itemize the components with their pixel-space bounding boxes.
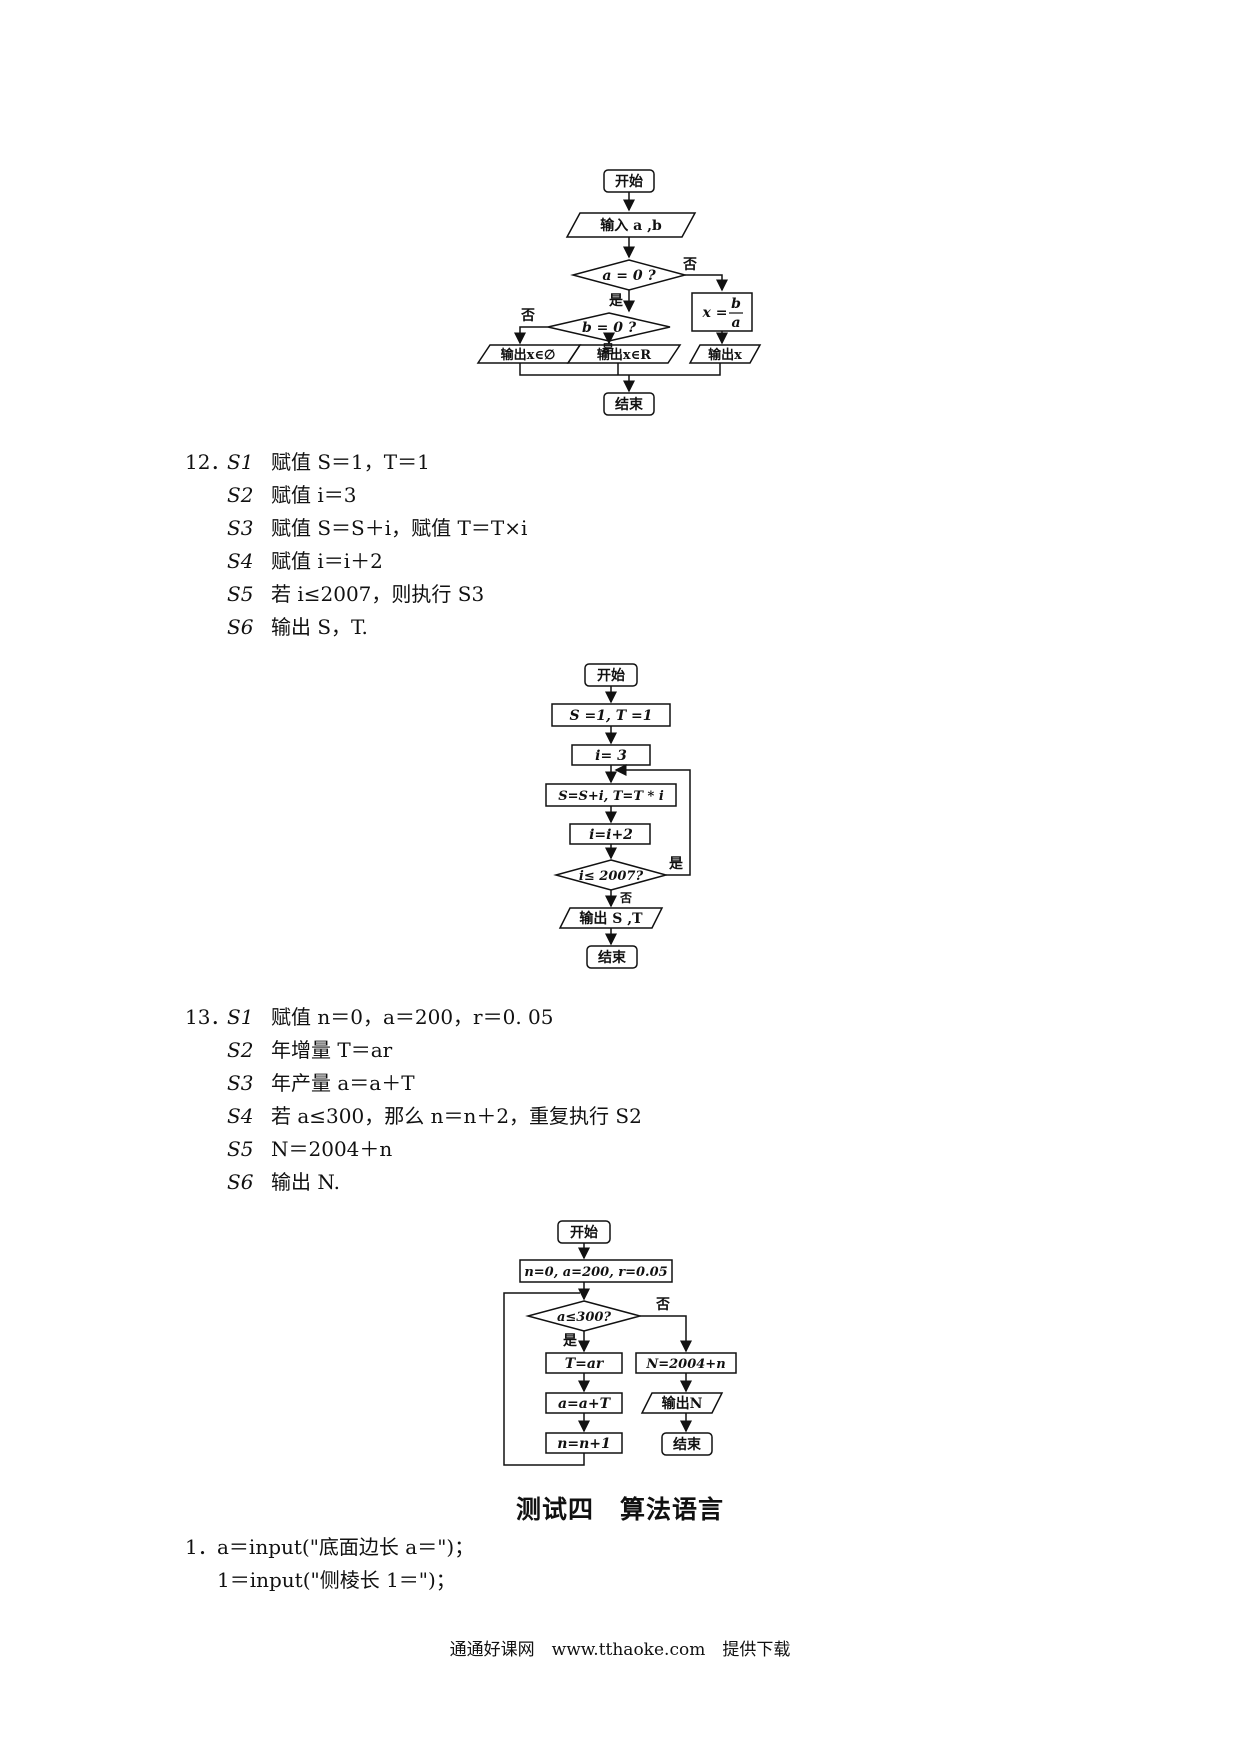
- p13-line-3: S3 年产量 a＝a＋T: [227, 1071, 415, 1095]
- fc2-output-label: 输出 S ,T: [579, 910, 643, 927]
- fc2-inc-label: i=i+2: [589, 827, 633, 843]
- p13-line-1: 13．S1 赋值 n＝0，a＝200，r＝0. 05: [185, 1005, 554, 1029]
- fc3-t-assign-label: T=ar: [565, 1356, 605, 1372]
- fc2-output-box: [558, 907, 664, 929]
- fc1-cond2-label: b = 0 ?: [582, 320, 637, 336]
- p12-step-id: S5: [227, 582, 254, 606]
- p13-step-text: 年增量 T＝ar: [271, 1038, 393, 1062]
- p13-number: 13．: [185, 1005, 231, 1029]
- p12-line-6: S6 输出 S，T.: [227, 615, 368, 639]
- p12-step-id: S2: [227, 483, 254, 507]
- flowchart-1: 开始 输入 a ,b a = 0 ? 否 是 x = b a b = 0 ? 否…: [470, 165, 770, 430]
- p12-step-id: S3: [227, 516, 254, 540]
- fc1-input-box: [565, 212, 697, 238]
- p12-step-id: S1: [227, 450, 254, 474]
- p13-step-text: 年产量 a＝a＋T: [271, 1071, 415, 1095]
- fc1-out-x-label: 输出x: [708, 347, 742, 363]
- fc2-end-box: [586, 945, 638, 969]
- fc3-a-assign-label: a=a+T: [558, 1396, 612, 1412]
- p13-line-6: S6 输出 N.: [227, 1170, 340, 1194]
- fc1-no1-label: 否: [682, 257, 697, 273]
- fc1-out-r-box: [566, 344, 682, 364]
- p13-step-id: S5: [227, 1137, 254, 1161]
- fc2-cond-label: i≤ 2007?: [579, 869, 644, 884]
- p13-step-id: S1: [227, 1005, 254, 1029]
- fc1-cond1-label: a = 0 ?: [602, 268, 656, 284]
- p12-step-text: 赋值 i＝3: [271, 483, 357, 507]
- p1-code-line-2: 1＝input("侧棱长 1＝")；: [217, 1568, 456, 1592]
- fc3-init-label: n=0, a=200, r=0.05: [524, 1265, 667, 1280]
- p1-line-2: 1＝input("侧棱长 1＝")；: [217, 1568, 456, 1592]
- fc1-input-label: 输入 a ,b: [600, 217, 662, 234]
- section-heading: 测试四 算法语言: [515, 1495, 724, 1524]
- p13-step-text: 若 a≤300，那么 n＝n＋2，重复执行 S2: [271, 1104, 642, 1128]
- p13-step-id: S4: [227, 1104, 254, 1128]
- fc1-start-label: 开始: [615, 173, 643, 190]
- p12-step-text: 赋值 S＝1，T＝1: [271, 450, 430, 474]
- fc1-assign-x-label: x =: [702, 305, 728, 321]
- p13-line-4: S4 若 a≤300，那么 n＝n＋2，重复执行 S2: [227, 1104, 642, 1128]
- p12-line-4: S4 赋值 i＝i＋2: [227, 549, 383, 573]
- fc1-no2-label: 否: [520, 308, 535, 324]
- fc1-yes2-label: 是: [601, 342, 615, 356]
- p12-line-3: S3 赋值 S＝S＋i，赋值 T＝T×i: [227, 516, 527, 540]
- p13-step-text: 输出 N.: [271, 1170, 340, 1194]
- fc3-n-final-label: N=2004+n: [645, 1357, 725, 1372]
- p12-step-id: S4: [227, 549, 254, 573]
- fc3-start-label: 开始: [570, 1224, 598, 1241]
- fc3-output-label: 输出N: [662, 1395, 703, 1412]
- p1-number: 1．: [185, 1535, 218, 1559]
- p12-step-id: S6: [227, 615, 254, 639]
- flowchart-3: 开始 n=0, a=200, r=0.05 a≤300? 否 是 T=ar a=…: [500, 1215, 760, 1485]
- fc2-i-init-label: i= 3: [595, 748, 627, 764]
- p12-line-1: 12．S1 赋值 S＝1，T＝1: [185, 450, 430, 474]
- p12-step-text: 赋值 S＝S＋i，赋值 T＝T×i: [271, 516, 528, 540]
- fc1-end-label: 结束: [615, 396, 644, 413]
- fc3-cond-label: a≤300?: [557, 1310, 611, 1325]
- fc1-out-x-box: [688, 344, 762, 364]
- p13-step-id: S2: [227, 1038, 254, 1062]
- fc1-end-box: [603, 392, 655, 416]
- p1-code-line-1: a＝input("底面边长 a＝")；: [217, 1535, 475, 1559]
- fc3-yes-label: 是: [563, 1333, 578, 1349]
- fc1-frac-num: b: [731, 296, 741, 312]
- fc2-no-label: 否: [619, 891, 632, 905]
- fc2-update-label: S=S+i, T=T * i: [558, 789, 664, 804]
- fc1-out-r-label: 输出x∈R: [597, 347, 651, 363]
- p12-number: 12．: [185, 450, 231, 474]
- page-footer: 通通好课网 www.tthaoke.com 提供下载: [449, 1640, 791, 1660]
- fc3-output-box: [640, 1392, 724, 1414]
- p12-step-text: 赋值 i＝i＋2: [271, 549, 383, 573]
- fc2-init-label: S =1, T =1: [570, 708, 653, 724]
- fc2-inc-box: [569, 823, 651, 845]
- fc2-start-label: 开始: [597, 667, 625, 684]
- p13-step-text: 赋值 n＝0，a＝200，r＝0. 05: [271, 1005, 554, 1029]
- fc1-frac-den: a: [731, 315, 740, 331]
- fc2-yes-label: 是: [669, 856, 684, 872]
- p12-line-5: S5 若 i≤2007，则执行 S3: [227, 582, 484, 606]
- fc3-init-box: [519, 1259, 673, 1283]
- fc3-end-box: [661, 1432, 713, 1456]
- fc3-n-assign-label: n=n+1: [557, 1436, 611, 1452]
- fc3-end-label: 结束: [673, 1436, 702, 1453]
- p12-step-text: 输出 S，T.: [271, 615, 368, 639]
- p12-line-2: S2 赋值 i＝3: [227, 483, 356, 507]
- p13-line-5: S5 N＝2004＋n: [227, 1137, 392, 1161]
- fc1-out-empty-label: 输出x∈∅: [501, 347, 556, 363]
- fc3-no-label: 否: [655, 1297, 670, 1313]
- p12-step-text: 若 i≤2007，则执行 S3: [271, 582, 485, 606]
- p13-line-2: S2 年增量 T＝ar: [227, 1038, 392, 1062]
- p13-step-text: N＝2004＋n: [271, 1137, 393, 1161]
- fc1-yes1-label: 是: [609, 293, 624, 309]
- fc2-end-label: 结束: [598, 949, 627, 966]
- p13-step-id: S6: [227, 1170, 254, 1194]
- flowchart-2: 开始 S =1, T =1 i= 3 S=S+i, T=T * i i=i+2 …: [530, 658, 720, 988]
- p13-step-id: S3: [227, 1071, 254, 1095]
- p1-line-1: 1．a＝input("底面边长 a＝")；: [185, 1535, 474, 1559]
